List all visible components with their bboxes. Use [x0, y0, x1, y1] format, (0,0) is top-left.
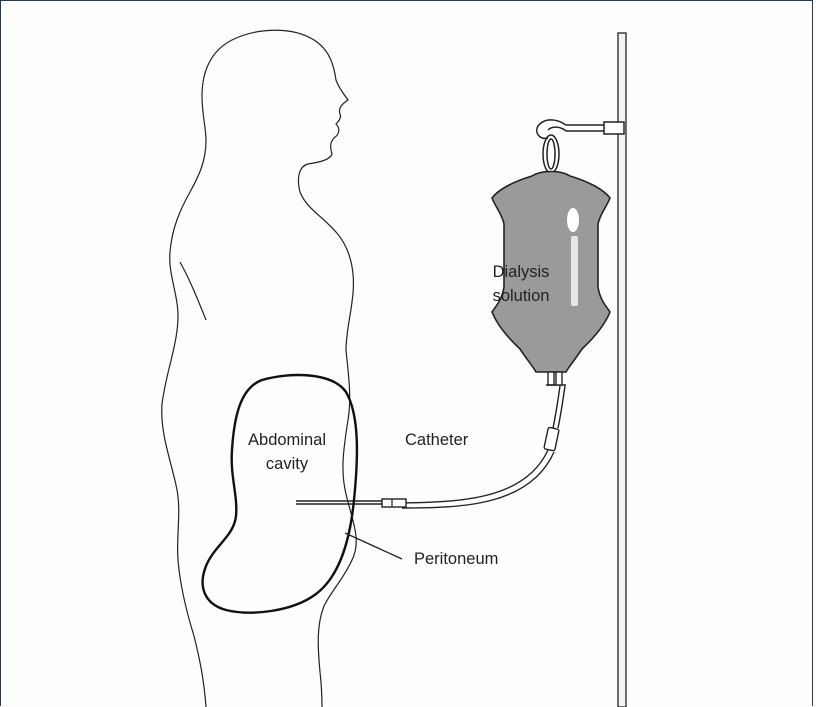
- dialysis-solution-label: Dialysis solution: [476, 260, 566, 308]
- abdominal-cavity-label-line1: Abdominal: [232, 428, 342, 452]
- abdominal-cavity-label: Abdominal cavity: [232, 428, 342, 476]
- human-body-outline: [162, 30, 357, 707]
- dialysis-solution-label-line1: Dialysis: [476, 260, 566, 284]
- abdominal-cavity-label-line2: cavity: [232, 452, 342, 476]
- catheter-label: Catheter: [405, 428, 468, 452]
- peritoneum-label: Peritoneum: [414, 547, 498, 571]
- hanger-hook: [537, 120, 624, 173]
- dialysis-solution-label-line2: solution: [476, 284, 566, 308]
- catheter: [296, 499, 406, 507]
- abdominal-cavity-outline: [203, 375, 357, 613]
